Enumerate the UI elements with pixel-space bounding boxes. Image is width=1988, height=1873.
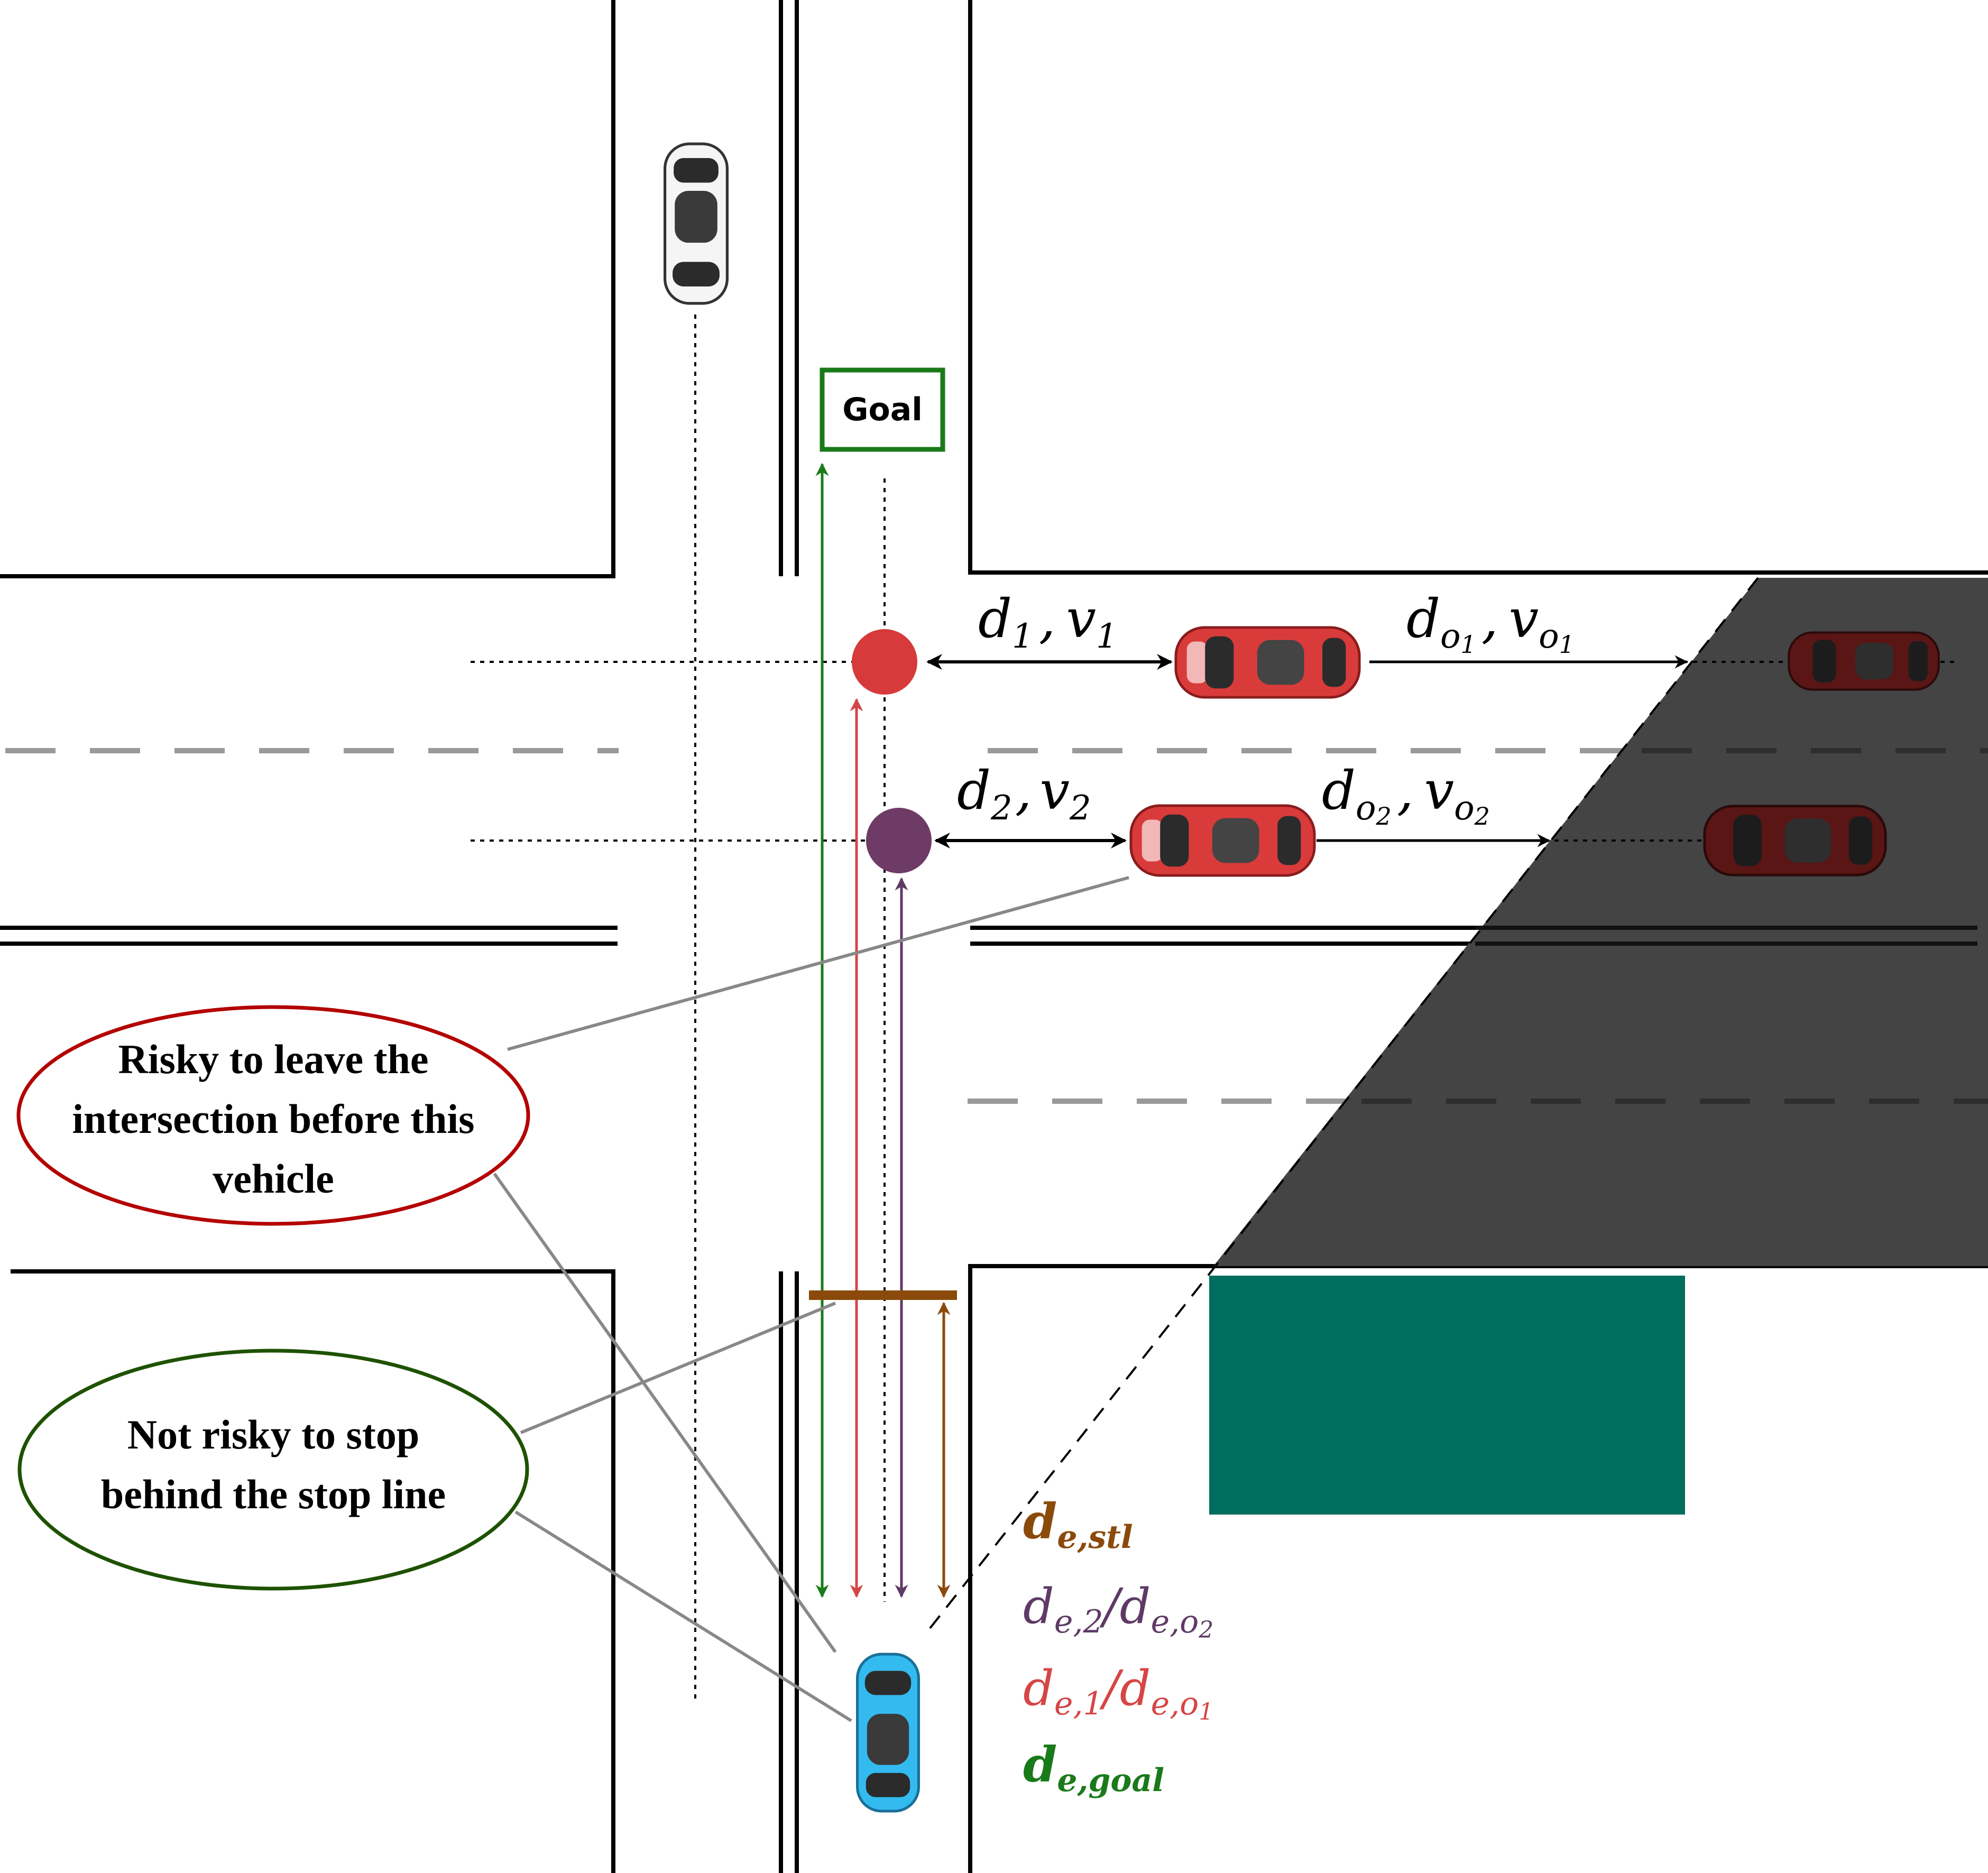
callout-leaders: [493, 876, 1129, 1722]
red-car-lane-2: [1131, 806, 1314, 875]
conflict-point-2: [866, 808, 932, 873]
label-do1-vo1: do1,vo1: [1406, 588, 1575, 659]
red-car-lane-1: [1176, 628, 1359, 697]
legend-d-e-stl: de,stl: [1023, 1493, 1133, 1556]
callout-risky-line-2: intersection before this: [72, 1096, 474, 1142]
occluded-car-lane-2: [1705, 806, 1885, 875]
callout-not-risky: Not risky to stop behind the stop line: [17, 1349, 529, 1591]
callout-risky-line-3: vehicle: [213, 1156, 334, 1202]
occluded-region: [1213, 578, 1988, 1266]
callout-not-risky-line-2: behind the stop line: [101, 1471, 446, 1517]
goal-label: Goal: [842, 391, 923, 428]
ego-blue-car: [858, 1654, 919, 1811]
label-d1-v1: d1,v1: [978, 588, 1118, 656]
occluded-lane-borders: [1475, 926, 1977, 946]
occluded-car-lane-1: [1789, 633, 1939, 690]
occluding-building: [1209, 1276, 1685, 1515]
oncoming-white-car: [665, 144, 728, 303]
goal-box: Goal: [820, 367, 945, 452]
label-d2-v2: d2,v2: [957, 760, 1091, 828]
legend-d-e-2: de,2/de,o2: [1023, 1578, 1213, 1644]
occlusion-boundary-line: [927, 577, 1759, 1632]
legend-d-e-1: de,1/de,o1: [1023, 1660, 1213, 1726]
label-do2-vo2: do2,vo2: [1322, 760, 1490, 831]
legend-d-e-goal: de,goal: [1023, 1736, 1164, 1799]
callout-risky-line-1: Risky to leave the: [118, 1036, 428, 1082]
occluded-lane-dashes: [1361, 748, 1988, 1104]
conflict-point-1: [852, 629, 917, 695]
callout-not-risky-line-1: Not risky to stop: [127, 1411, 420, 1457]
callout-risky: Risky to leave the intersection before t…: [16, 1005, 530, 1226]
